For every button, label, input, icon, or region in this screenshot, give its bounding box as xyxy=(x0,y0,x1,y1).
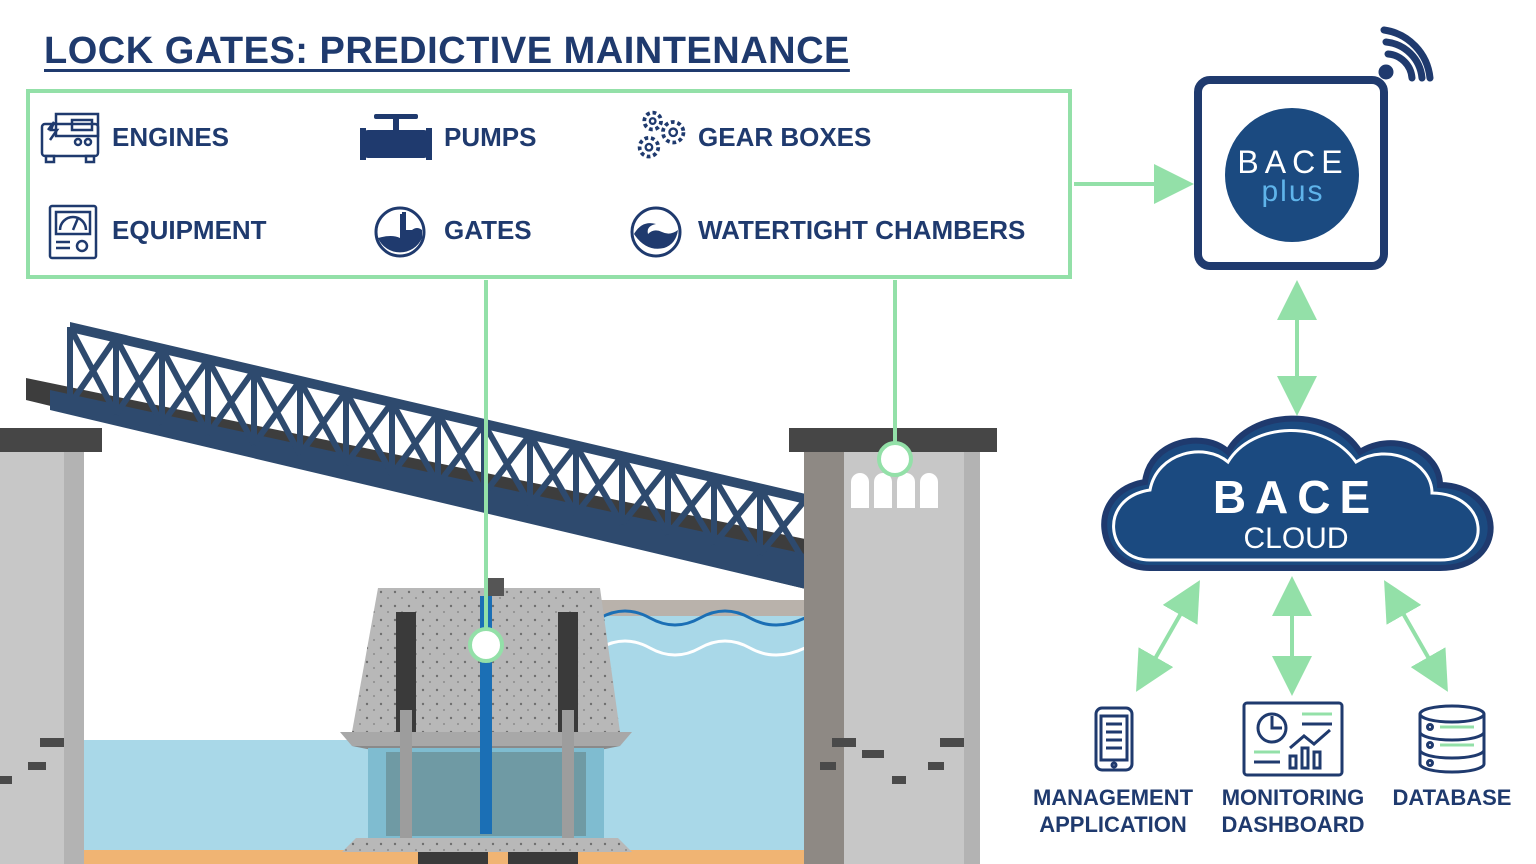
truss-member xyxy=(665,475,717,537)
bace-cloud-brand: BACE xyxy=(1212,471,1380,523)
database-icon xyxy=(1418,704,1486,774)
truss-member xyxy=(711,486,763,547)
truss-member xyxy=(159,357,211,427)
bace-plus-device xyxy=(1194,26,1434,270)
truss-member xyxy=(113,346,165,417)
generator-icon xyxy=(40,112,100,164)
component-gates: GATES xyxy=(444,215,532,245)
chamber-sensor-point xyxy=(877,441,913,477)
output-label-line2: APPLICATION xyxy=(1039,812,1187,837)
component-watertight-chambers: WATERTIGHT CHAMBERS xyxy=(698,215,1026,245)
bace-plus-brand: BACE xyxy=(1237,144,1349,180)
output-management-application: MANAGEMENT APPLICATION xyxy=(1028,784,1198,838)
components-box xyxy=(26,89,1072,279)
output-monitoring-dashboard: MONITORING DASHBOARD xyxy=(1210,784,1376,838)
arrow-cloud-database xyxy=(1384,580,1448,692)
truss-member xyxy=(573,454,625,517)
pipe-valve-icon xyxy=(360,114,432,160)
truss-member xyxy=(435,421,487,487)
truss-member xyxy=(205,368,257,437)
wifi-icon xyxy=(1378,26,1434,82)
truss-member xyxy=(527,443,579,507)
gate-water-icon xyxy=(374,206,426,258)
bace-cloud xyxy=(1101,415,1494,571)
output-database: DATABASE xyxy=(1386,784,1518,811)
dashboard-monitor-icon xyxy=(1242,701,1344,777)
output-label-line1: DATABASE xyxy=(1392,785,1512,810)
truss-member xyxy=(67,336,119,407)
truss-member xyxy=(343,400,395,467)
component-engines: ENGINES xyxy=(112,122,230,152)
bascule-bridge xyxy=(26,322,810,590)
arrow-cloud-app xyxy=(1136,580,1200,692)
gears-icon xyxy=(637,110,686,159)
truss-member xyxy=(297,389,349,457)
page-title: LOCK GATES: PREDICTIVE MAINTENANCE xyxy=(44,30,850,72)
output-label-line1: MANAGEMENT xyxy=(1032,785,1194,810)
component-pumps: PUMPS xyxy=(444,122,537,152)
gate-sensor-point xyxy=(468,627,504,663)
output-label-line1: MONITORING xyxy=(1221,785,1365,810)
truss-member xyxy=(481,432,533,497)
bace-cloud-sub: CLOUD xyxy=(1243,522,1349,555)
component-equipment: EQUIPMENT xyxy=(112,215,267,245)
truss-member xyxy=(757,497,809,557)
bace-plus-sub: plus xyxy=(1261,175,1325,208)
truss-member xyxy=(619,464,671,527)
mobile-app-icon xyxy=(1094,706,1134,772)
output-label-line2: DASHBOARD xyxy=(1221,812,1365,837)
truss-member xyxy=(251,379,303,447)
upper-water xyxy=(600,612,805,852)
gauge-panel-icon xyxy=(48,204,98,260)
wave-icon xyxy=(630,206,682,258)
component-gear-boxes: GEAR BOXES xyxy=(698,122,872,152)
truss-member xyxy=(389,411,441,477)
